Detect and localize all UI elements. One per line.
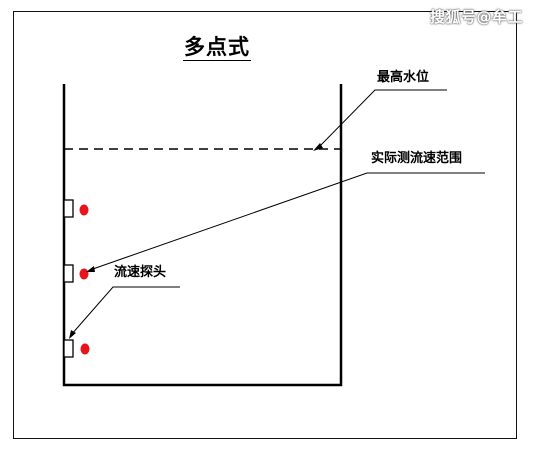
arrowhead-measurement-range: [86, 266, 95, 272]
probe-dot-top: [79, 204, 89, 216]
label-measurement-range: 实际测流速范围: [371, 151, 463, 166]
probe-housing-top: [63, 199, 74, 218]
channel-outline: [62, 84, 343, 387]
leader-max-water-level: [317, 89, 447, 149]
probe-dot-bottom: [80, 343, 90, 355]
probe-dot-middle: [79, 268, 89, 280]
diagram-frame: [13, 11, 517, 439]
diagram-title: 多点式: [183, 35, 251, 61]
leader-measurement-range: [89, 172, 485, 271]
arrowhead-velocity-probe: [69, 330, 76, 339]
probe-housing-middle: [63, 264, 74, 283]
label-max-water-level: 最高水位: [377, 70, 430, 85]
arrowhead-max-water-level: [313, 143, 323, 151]
probe-housing-bottom: [63, 339, 74, 358]
leader-velocity-probe: [70, 286, 180, 336]
label-velocity-probe: 流速探头: [114, 265, 167, 280]
watermark: 搜狐号@牟工: [429, 8, 523, 26]
